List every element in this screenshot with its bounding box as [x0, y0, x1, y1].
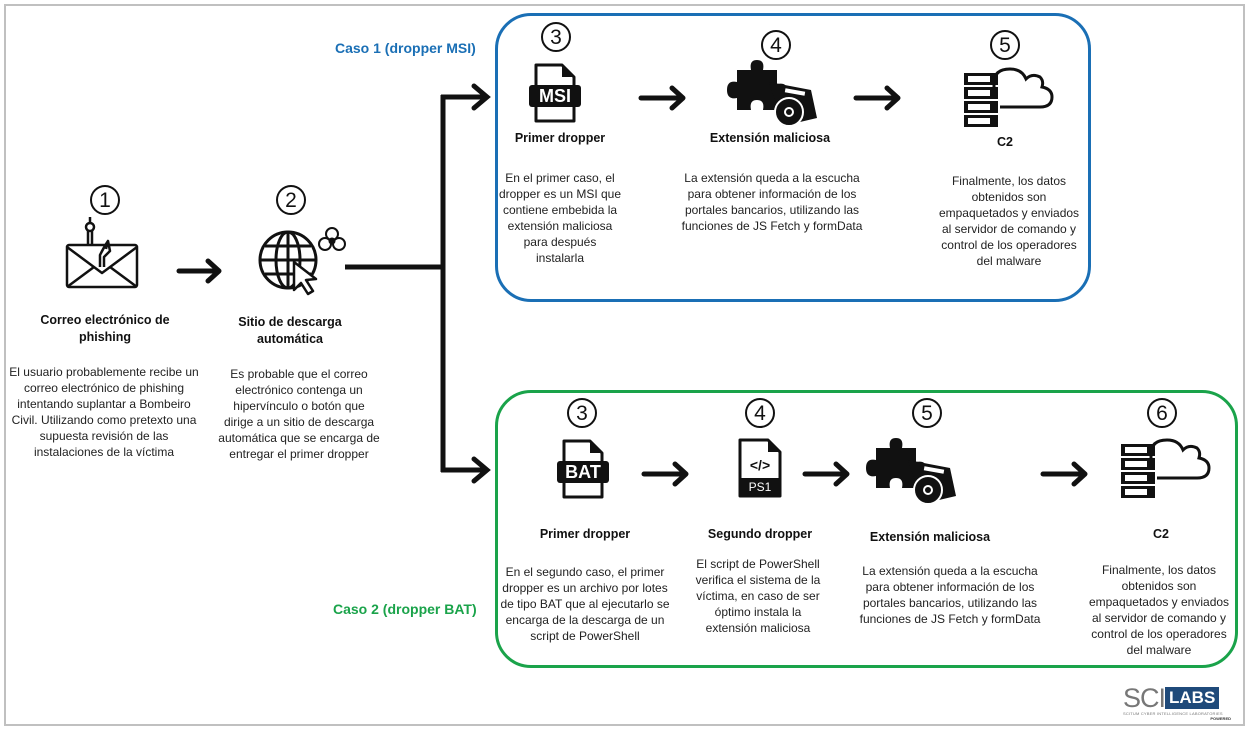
step-title: Primer dropper — [539, 527, 631, 541]
code-glyph: </> — [749, 457, 771, 473]
arrow-case2-5-to-6 — [1040, 461, 1088, 487]
arrow-case2-4-to-5 — [802, 461, 850, 487]
case1-container — [495, 13, 1091, 302]
step-description: La extensión queda a la escucha para obt… — [859, 564, 1041, 626]
c2-server-cloud-icon — [964, 67, 1054, 127]
step-number: 4 — [761, 30, 791, 60]
malicious-extension-icon — [866, 438, 956, 504]
case1-label: Caso 1 (dropper MSI) — [335, 40, 476, 56]
step-description: Finalmente, los datos obtenidos son empa… — [938, 174, 1080, 268]
step-title: Sitio de descarga automática — [238, 315, 342, 346]
logo-subtitle: SCITUM CYBER INTELLIGENCE LABORATORIES — [1123, 711, 1223, 716]
step-description: Finalmente, los datos obtenidos son empa… — [1088, 563, 1230, 657]
step-description: Es probable que el correo electrónico co… — [218, 367, 380, 461]
step-description: El script de PowerShell verifica el sist… — [695, 557, 821, 635]
malicious-extension-icon — [727, 60, 817, 126]
connector-bottom-arrowhead — [471, 456, 491, 484]
arrow-case1-4-to-5 — [853, 85, 901, 111]
step-title: Segundo dropper — [707, 527, 813, 541]
step-number: 3 — [567, 398, 597, 428]
step-title: Correo electrónico de phishing — [40, 313, 170, 344]
step-number: 3 — [541, 22, 571, 52]
case2-container — [495, 390, 1238, 668]
step-number: 2 — [276, 185, 306, 215]
msi-file-icon: MSI — [528, 63, 584, 123]
step-description: El usuario probablemente recibe un corre… — [9, 365, 199, 459]
bat-file-icon: BAT — [556, 439, 612, 499]
c2-server-cloud-icon — [1121, 438, 1211, 498]
step-number: 5 — [990, 30, 1020, 60]
step-title: Extensión maliciosa — [709, 131, 831, 145]
step-description: La extensión queda a la escucha para obt… — [681, 171, 863, 233]
logo-powered: POWERED — [1210, 716, 1231, 721]
diagram-frame — [4, 4, 1245, 726]
phishing-email-icon — [65, 217, 139, 289]
step-number: 6 — [1147, 398, 1177, 428]
arrow-1-to-2 — [176, 258, 222, 284]
logo-sci-text: SCI — [1123, 683, 1166, 713]
file-type-label: PS1 — [748, 480, 772, 494]
step-title: Primer dropper — [514, 131, 606, 145]
step-number: 4 — [745, 398, 775, 428]
step-description: En el primer caso, el dropper es un MSI … — [498, 171, 622, 265]
file-type-label: BAT — [565, 462, 601, 482]
malicious-globe-icon — [258, 227, 346, 296]
step-number: 5 — [912, 398, 942, 428]
connector-top-arrowhead — [471, 83, 491, 111]
arrow-case2-3-to-4 — [641, 461, 689, 487]
logo-labs-badge: LABS — [1165, 687, 1220, 709]
scilabs-logo: SCI LABS SCITUM CYBER INTELLIGENCE LABOR… — [1123, 683, 1233, 722]
case2-label: Caso 2 (dropper BAT) — [333, 601, 477, 617]
step-title: Extensión maliciosa — [869, 530, 991, 544]
arrow-case1-3-to-4 — [638, 85, 686, 111]
file-type-label: MSI — [538, 86, 571, 106]
step-description: En el segundo caso, el primer dropper es… — [500, 565, 670, 643]
step-title: C2 — [997, 135, 1013, 149]
step-title: C2 — [1153, 527, 1169, 541]
step-number: 1 — [90, 185, 120, 215]
ps1-file-icon: </> PS1 — [738, 438, 784, 498]
